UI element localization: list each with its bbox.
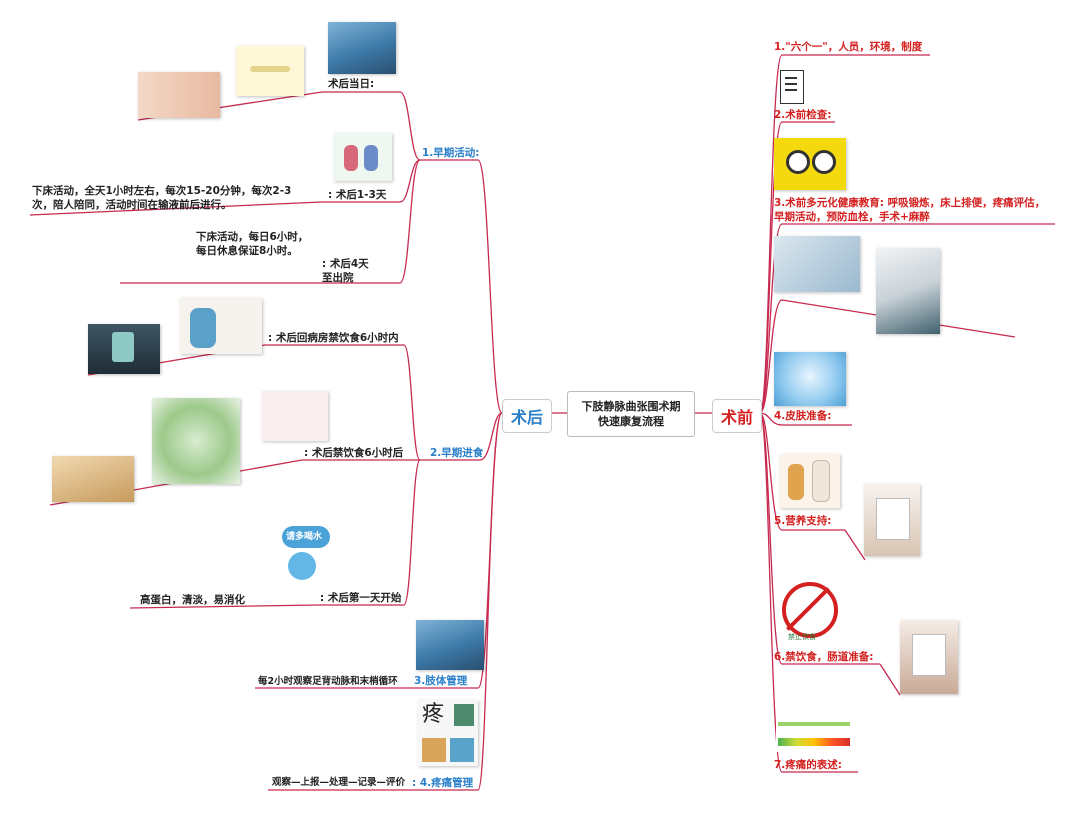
education-photo-image (774, 236, 860, 292)
center-line1: 下肢静脉曲张围术期 (581, 400, 681, 413)
no-food-sign-text: 禁止饮食 (788, 633, 816, 641)
connector-item3-desc (129, 604, 319, 609)
branch-early-activity[interactable]: 1.早期活动: (422, 147, 480, 159)
connector-r2 (759, 121, 835, 414)
desc-diet: 高蛋白，清淡，易消化 (140, 594, 245, 606)
medicine-bottle-image (88, 324, 160, 374)
porridge-bowl-image (152, 398, 240, 484)
connector-r4 (759, 412, 852, 426)
connector-r6-img (879, 663, 901, 696)
center-topic[interactable]: 下肢静脉曲张围术期快速康复流程 (567, 391, 695, 437)
branch-pain-management[interactable]: : 4.疼痛管理 (412, 777, 474, 789)
hospital-bed-image (328, 22, 396, 74)
cartoon-card-image (236, 46, 304, 96)
connector-b2-item3 (318, 459, 421, 606)
preop-item-6[interactable]: 6.禁饮食，肠道准备: (774, 651, 874, 663)
bowel-prep-bag-image (900, 620, 958, 694)
node-after-6h[interactable]: : 术后禁饮食6小时后 (304, 447, 404, 459)
connector-hub-b4 (412, 412, 503, 791)
pain-glyph: 疼 (422, 702, 445, 727)
fasting-cartoon-image (180, 298, 262, 354)
walking-support-image (138, 72, 220, 118)
preop-item-7[interactable]: 7.疼痛的表述: (774, 759, 842, 771)
checklist-icon (780, 70, 804, 104)
iv-bag-image (864, 484, 920, 556)
connector-day13-desc (29, 201, 323, 216)
connector-b1-day13 (322, 159, 421, 203)
preop-item-2[interactable]: 2.术前检查: (774, 109, 832, 121)
hub-postop[interactable]: 术后 (502, 399, 553, 433)
desc-day1-3: 下床活动，全天1小时左右，每次15-20分钟，每次2-3次，陪人陪同，活动时间在… (32, 185, 292, 211)
pain-scale-image (776, 716, 854, 752)
desc-pain: 观察—上报—处理—记录—评价 (272, 777, 406, 788)
water-sign-text: 请多喝水 (286, 532, 323, 542)
connector-hub-b2 (420, 412, 503, 461)
node-day1-3[interactable]: : 术后1-3天 (328, 189, 387, 201)
preop-item-1[interactable]: 1."六个一"，人员，环境，制度 (774, 41, 923, 53)
limb-bed-image (416, 620, 484, 670)
node-day1[interactable]: : 术后第一天开始 (320, 592, 402, 604)
connector-b1-day0 (322, 91, 421, 161)
desc-limb: 每2小时观察足背动脉和末梢循环 (258, 676, 398, 687)
nutrition-cartoon-image (780, 454, 840, 508)
desc-day4: 下床活动，每日6小时， 每日休息保证8小时。 (196, 231, 309, 257)
minion-eyes-image (774, 138, 846, 190)
branch-limb-management[interactable]: 3.肢体管理 (414, 675, 468, 687)
connector-r3 (759, 223, 1055, 414)
no-food-sign-image: 禁止饮食 (778, 580, 840, 644)
patient-cartoon-image (334, 133, 392, 181)
preop-item-4[interactable]: 4.皮肤准备: (774, 410, 832, 422)
branch-early-feeding[interactable]: 2.早期进食 (430, 447, 484, 459)
hub-preop[interactable]: 术前 (712, 399, 763, 433)
preop-item-5[interactable]: 5.营养支持: (774, 515, 832, 527)
node-fasting-6h[interactable]: : 术后回病房禁饮食6小时内 (268, 332, 399, 344)
connector-hub-b1 (420, 159, 503, 414)
connector-b2-item1 (265, 344, 421, 461)
node-day0[interactable]: 术后当日: (328, 78, 375, 90)
connector-r7 (759, 412, 858, 773)
skin-prep-image (774, 352, 846, 406)
nurse-cartoon-image (262, 391, 328, 441)
noodles-image (52, 456, 134, 502)
pain-collage-image: 疼 (418, 700, 478, 766)
center-line2: 快速康复流程 (598, 415, 664, 428)
node-day4-discharge[interactable]: : 术后4天 至出院 (322, 258, 369, 284)
connector-r5-img (844, 529, 866, 561)
connector-r5 (759, 412, 845, 531)
gloved-hands-image (876, 248, 940, 334)
preop-item-3[interactable]: 3.术前多元化健康教育: 呼吸锻炼，床上排便，疼痛评估，早期活动，预防血栓，手术… (774, 197, 1046, 223)
connector-r3-img (759, 299, 1016, 414)
water-cartoon-image: 请多喝水 (276, 522, 336, 584)
connector-b1-day4 (320, 159, 421, 284)
